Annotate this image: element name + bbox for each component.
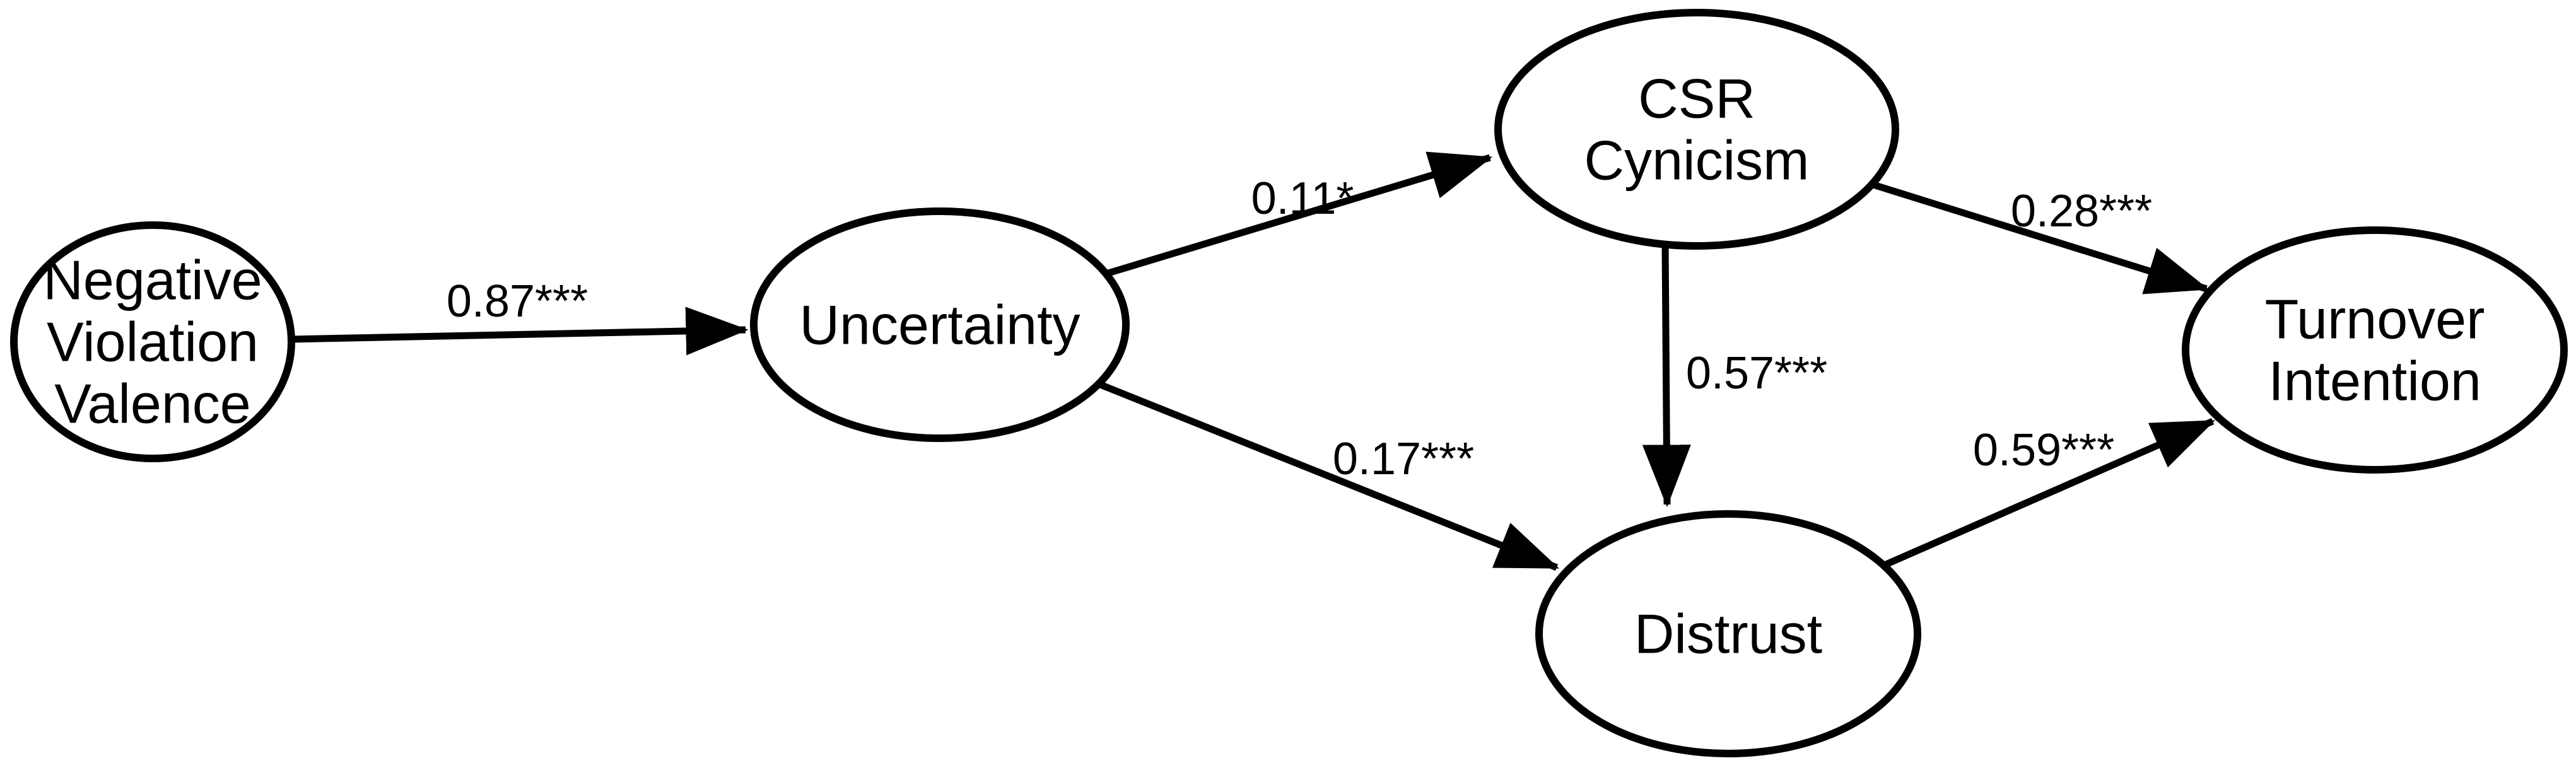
node-uncertainty: Uncertainty [750, 207, 1130, 442]
node-label-line: Turnover [2265, 288, 2485, 351]
path-coefficient-uncertainty-csr: 0.11* [1251, 173, 1354, 224]
arrow-csr-to-distrust [1642, 244, 1691, 508]
arrow-csr-to-turnover [1872, 181, 2210, 294]
path-coefficient-nvv-uncertainty: 0.87*** [447, 276, 588, 327]
path-coefficient-csr-turnover: 0.28*** [2011, 186, 2152, 236]
node-label-line: Valence [54, 373, 250, 435]
node-ellipse [750, 207, 1130, 442]
node-label-line: Cynicism [1584, 129, 1810, 192]
node-turnover-intention: Turnover Intention [2182, 226, 2568, 474]
arrow-nvv-to-uncertainty [291, 306, 749, 356]
node-label-line: Negative [43, 249, 262, 312]
edge-csr-cynicism-to-distrust: 0.57*** [1642, 244, 1827, 508]
node-negative-violation-valence: Negative Violation Valence [10, 221, 295, 462]
node-distrust: Distrust [1535, 510, 1921, 757]
edge-uncertainty-to-csr-cynicism: 0.11* [1105, 151, 1493, 277]
edge-uncertainty-to-distrust: 0.17*** [1097, 380, 1560, 571]
node-label-line: Uncertainty [799, 294, 1080, 356]
edge-csr-cynicism-to-turnover-intention: 0.28*** [1872, 181, 2210, 294]
node-ellipse [1535, 510, 1921, 757]
node-ellipse [2182, 226, 2568, 474]
arrow-uncertainty-to-distrust [1097, 380, 1560, 571]
node-label-line: CSR [1638, 67, 1755, 130]
node-ellipse [10, 221, 295, 462]
arrow-distrust-to-turnover [1884, 417, 2216, 568]
node-ellipse [1494, 9, 1899, 250]
node-label-line: Distrust [1634, 603, 1822, 665]
path-coefficient-distrust-turnover: 0.59*** [1973, 425, 2114, 475]
edge-distrust-to-turnover-intention: 0.59*** [1884, 417, 2216, 568]
path-coefficient-uncertainty-distrust: 0.17*** [1333, 434, 1474, 484]
node-csr-cynicism: CSR Cynicism [1494, 9, 1899, 250]
arrow-uncertainty-to-csr-cynicism [1105, 151, 1493, 277]
edge-nvv-to-uncertainty: 0.87*** [291, 276, 749, 356]
node-label-line: Intention [2268, 350, 2481, 412]
node-label-line: Violation [47, 311, 259, 373]
path-coefficient-csr-distrust: 0.57*** [1686, 348, 1827, 399]
